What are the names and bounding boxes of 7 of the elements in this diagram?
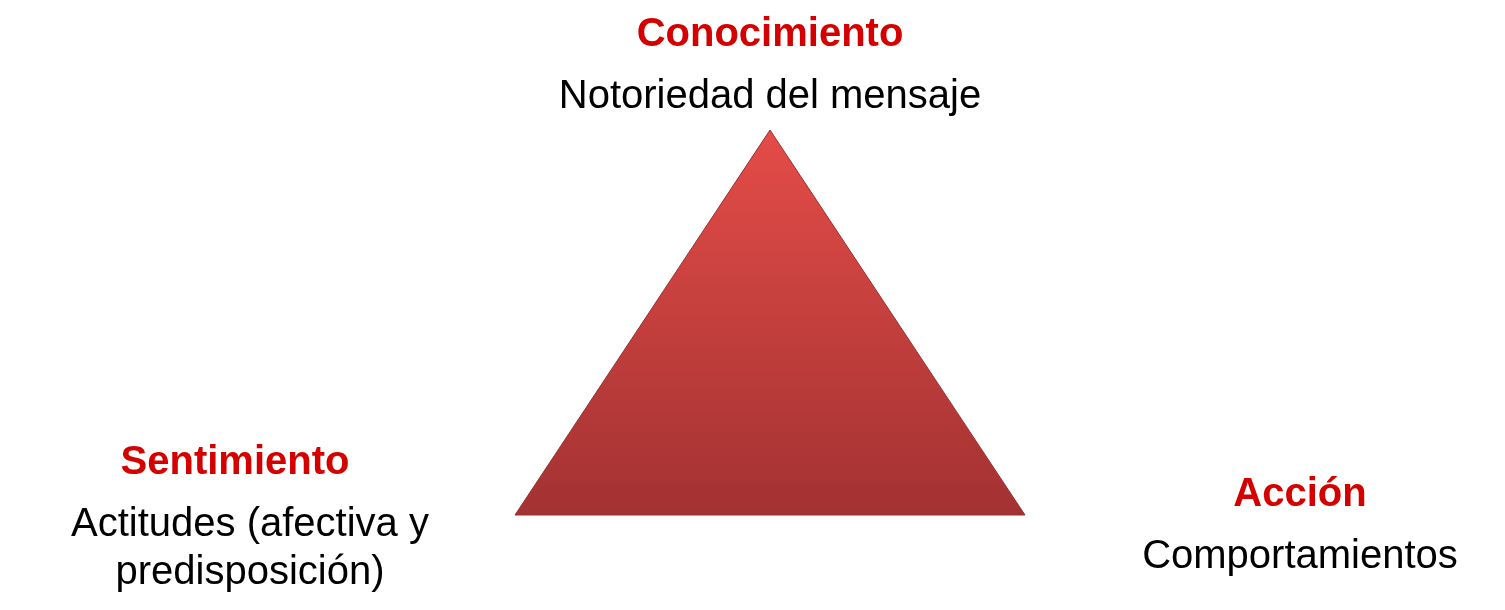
heading-label: Sentimiento	[119, 437, 351, 484]
heading-label: Acción	[1232, 469, 1368, 516]
description-text: Notoriedad del mensaje	[557, 71, 983, 118]
description-text: Actitudes (afectiva y predisposición)	[70, 499, 430, 594]
triangle-shape	[514, 129, 1026, 516]
description-text: Comportamientos	[1141, 531, 1459, 578]
heading-label: Conocimiento	[635, 9, 905, 56]
